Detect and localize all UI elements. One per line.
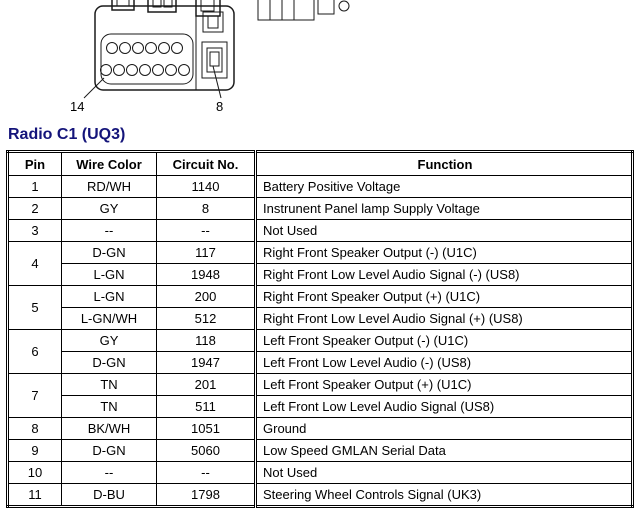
wire-color-cell: -- bbox=[61, 219, 157, 242]
connector-body bbox=[83, 0, 350, 99]
circuit-cell: 1140 bbox=[156, 175, 256, 198]
header-function: Function bbox=[254, 151, 633, 176]
circuit-cell: 512 bbox=[156, 307, 256, 330]
table-row: 6 GY 118 Left Front Speaker Output (-) (… bbox=[7, 329, 633, 374]
table-row: TN 511 Left Front Low Level Audio Signal… bbox=[8, 395, 633, 418]
wire-color-cell: BK/WH bbox=[61, 417, 157, 440]
table-row: 8 BK/WH 1051 Ground bbox=[7, 417, 633, 440]
function-cell: Not Used bbox=[254, 219, 633, 242]
circuit-cell: 1948 bbox=[156, 263, 256, 286]
table-row: 11 D-BU 1798 Steering Wheel Controls Sig… bbox=[7, 483, 633, 507]
wire-color-cell: D-GN bbox=[61, 241, 157, 264]
circuit-cell: 511 bbox=[156, 395, 256, 418]
table-row: 7 TN 201 Left Front Speaker Output (+) (… bbox=[7, 373, 633, 418]
header-pin: Pin bbox=[7, 151, 62, 176]
function-cell: Right Front Speaker Output (+) (U1C) bbox=[254, 285, 633, 308]
pin-cell: 7 bbox=[7, 373, 62, 418]
wire-color-cell: TN bbox=[61, 373, 157, 396]
pin-label-8: 8 bbox=[216, 99, 223, 114]
function-cell: Left Front Low Level Audio Signal (US8) bbox=[254, 395, 633, 418]
pin-cell: 10 bbox=[7, 461, 62, 484]
function-cell: Low Speed GMLAN Serial Data bbox=[254, 439, 633, 462]
table-row: 9 D-GN 5060 Low Speed GMLAN Serial Data bbox=[7, 439, 633, 462]
wire-color-cell: -- bbox=[61, 461, 157, 484]
function-cell: Steering Wheel Controls Signal (UK3) bbox=[254, 483, 633, 507]
wire-color-cell: L-GN bbox=[61, 285, 157, 308]
function-cell: Left Front Speaker Output (-) (U1C) bbox=[254, 329, 633, 352]
table-row: 2 GY 8 Instrunent Panel lamp Supply Volt… bbox=[7, 197, 633, 220]
pinout-table: Pin Wire Color Circuit No. Function 1 RD… bbox=[6, 150, 634, 508]
pin-cell: 3 bbox=[7, 219, 62, 242]
function-cell: Left Front Speaker Output (+) (U1C) bbox=[254, 373, 633, 396]
circuit-cell: -- bbox=[156, 219, 256, 242]
pin-cell: 6 bbox=[7, 329, 62, 374]
pin-cell: 1 bbox=[7, 175, 62, 198]
circuit-cell: 1798 bbox=[156, 483, 256, 507]
pin-label-14: 14 bbox=[70, 99, 84, 114]
wire-color-cell: GY bbox=[61, 329, 157, 352]
function-cell: Not Used bbox=[254, 461, 633, 484]
function-cell: Instrunent Panel lamp Supply Voltage bbox=[254, 197, 633, 220]
circuit-cell: 8 bbox=[156, 197, 256, 220]
pin-cell: 8 bbox=[7, 417, 62, 440]
page-title: Radio C1 (UQ3) bbox=[8, 126, 126, 143]
table-row: 1 RD/WH 1140 Battery Positive Voltage bbox=[7, 175, 633, 198]
circuit-cell: 117 bbox=[156, 241, 256, 264]
wire-color-cell: D-BU bbox=[61, 483, 157, 507]
pin-cell: 5 bbox=[7, 285, 62, 330]
function-cell: Right Front Low Level Audio Signal (-) (… bbox=[254, 263, 633, 286]
function-cell: Battery Positive Voltage bbox=[254, 175, 633, 198]
table-row: 3 -- -- Not Used bbox=[7, 219, 633, 242]
table-row: 4 D-GN 117 Right Front Speaker Output (-… bbox=[7, 241, 633, 286]
circuit-cell: 200 bbox=[156, 285, 256, 308]
circuit-cell: 201 bbox=[156, 373, 256, 396]
table-row: L-GN 1948 Right Front Low Level Audio Si… bbox=[8, 263, 633, 286]
pin-cell: 4 bbox=[7, 241, 62, 286]
function-cell: Right Front Speaker Output (-) (U1C) bbox=[254, 241, 633, 264]
circuit-cell: -- bbox=[156, 461, 256, 484]
pin-cell: 2 bbox=[7, 197, 62, 220]
wire-color-cell: GY bbox=[61, 197, 157, 220]
table-row: D-GN 1947 Left Front Low Level Audio (-)… bbox=[8, 351, 633, 374]
pin-cell: 9 bbox=[7, 439, 62, 462]
header-wire-color: Wire Color bbox=[61, 151, 157, 176]
wire-color-cell: TN bbox=[61, 395, 157, 418]
circuit-cell: 1947 bbox=[156, 351, 256, 374]
circuit-cell: 1051 bbox=[156, 417, 256, 440]
table-row: L-GN/WH 512 Right Front Low Level Audio … bbox=[8, 307, 633, 330]
wire-color-cell: L-GN bbox=[61, 263, 157, 286]
wire-color-cell: L-GN/WH bbox=[61, 307, 157, 330]
function-cell: Left Front Low Level Audio (-) (US8) bbox=[254, 351, 633, 374]
header-row: Pin Wire Color Circuit No. Function bbox=[7, 151, 633, 176]
wire-color-cell: RD/WH bbox=[61, 175, 157, 198]
function-cell: Ground bbox=[254, 417, 633, 440]
function-cell: Right Front Low Level Audio Signal (+) (… bbox=[254, 307, 633, 330]
table-row: 10 -- -- Not Used bbox=[7, 461, 633, 484]
table-row: 5 L-GN 200 Right Front Speaker Output (+… bbox=[7, 285, 633, 330]
circuit-cell: 118 bbox=[156, 329, 256, 352]
connector-diagram: 14 8 bbox=[0, 0, 640, 118]
wire-color-cell: D-GN bbox=[61, 439, 157, 462]
circuit-cell: 5060 bbox=[156, 439, 256, 462]
header-circuit-no: Circuit No. bbox=[156, 151, 256, 176]
pin-cell: 11 bbox=[7, 483, 62, 507]
wire-color-cell: D-GN bbox=[61, 351, 157, 374]
